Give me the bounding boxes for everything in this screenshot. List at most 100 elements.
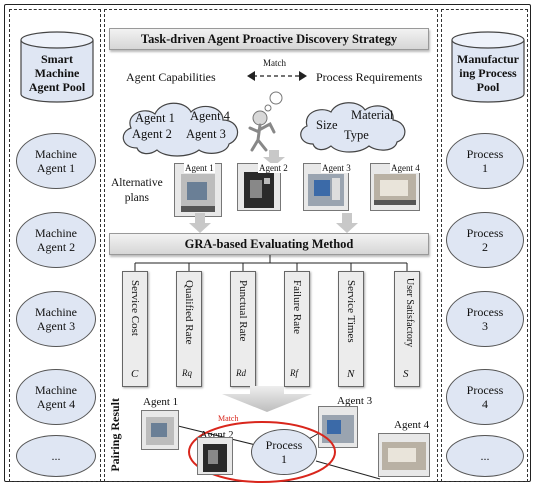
block-arrow-icon: [222, 386, 312, 412]
agent-label: Machine: [35, 383, 77, 397]
criterion-label: User Satisfactory: [404, 278, 415, 348]
agent-label: Machine: [35, 147, 77, 161]
criterion-symbol: Rf: [290, 368, 298, 378]
block-arrow-icon: [263, 150, 285, 166]
cloud-agent-4: Agent 4: [190, 109, 230, 123]
gra-title: GRA-based Evaluating Method: [184, 236, 354, 251]
agent-label: Agent 3: [36, 319, 76, 333]
process-label: 1: [481, 161, 488, 175]
criterion-label: Service Cost: [129, 280, 141, 336]
criterion-label: Qualified Rate: [183, 280, 195, 345]
database-cylinder-icon: [451, 31, 525, 103]
criterion-symbol: N: [347, 368, 355, 380]
thinking-person-icon: [248, 91, 283, 152]
manufacturing-process-pool-title: Manufactur ing Process Pool: [449, 52, 527, 94]
criterion-symbol: Rq: [182, 368, 192, 378]
pairing-agent-2-machine: [197, 437, 233, 475]
criterion-label: Failure Rate: [291, 280, 303, 335]
pairing-agent-3-machine: [318, 406, 358, 448]
alternative-plans-label: Alternative plans: [111, 176, 163, 206]
pool-title-line: Smart: [41, 52, 73, 66]
block-arrow-icon: [336, 213, 358, 233]
process-label: 3: [481, 319, 488, 333]
pool-title-line: Pool: [476, 80, 500, 94]
plan-agent-3-label: Agent 3: [321, 163, 352, 173]
cloud-agent-1: Agent 1: [135, 111, 175, 125]
process-label: ...: [480, 449, 490, 463]
cloud-agent-2: Agent 2: [132, 127, 172, 141]
pairing-agent-1-label: Agent 1: [143, 396, 179, 408]
cnc-machine-icon: [374, 174, 416, 205]
agent-label: Machine: [35, 305, 77, 319]
process-label: Process: [265, 438, 303, 452]
cnc-machine-icon: [146, 417, 174, 445]
criterion-label: Punctual Rate: [237, 280, 249, 342]
criterion-service-cost: Service Cost C: [122, 271, 148, 387]
criterion-symbol: Rd: [236, 368, 246, 378]
criterion-symbol: C: [131, 368, 139, 380]
req-size: Size: [316, 118, 338, 132]
smart-machine-agent-pool-panel: [9, 9, 101, 482]
cnc-machine-icon: [382, 442, 426, 470]
pool-title-line: Machine: [34, 66, 80, 80]
pairing-match-label: Match: [218, 414, 239, 423]
process-label: Process: [466, 226, 504, 240]
bidirectional-arrow-icon: [247, 71, 307, 81]
pairing-agent-2-label: Agent 2: [200, 430, 234, 441]
agent-label: Agent 2: [36, 240, 76, 254]
process-more: ...: [446, 435, 524, 477]
agent-label: Agent 4: [36, 397, 76, 411]
gra-title-box: GRA-based Evaluating Method: [109, 233, 429, 255]
cnc-machine-icon: [322, 415, 354, 443]
alternative-line: Alternative: [111, 177, 163, 189]
criterion-label: Service Times: [345, 280, 357, 343]
pairing-agent-1-machine: [141, 410, 179, 450]
match-label: Match: [263, 58, 286, 68]
machine-agent-more: ...: [16, 435, 96, 477]
process-requirements-label: Process Requirements: [316, 70, 423, 84]
req-material: Material: [351, 108, 394, 122]
agent-capabilities-label: Agent Capabilities: [126, 70, 216, 84]
criterion-failure-rate: Failure Rate Rf: [284, 271, 310, 387]
criterion-symbol: S: [403, 368, 409, 380]
pairing-agent-3-label: Agent 3: [337, 395, 373, 407]
agent-label: ...: [51, 449, 61, 463]
block-arrow-icon: [189, 213, 211, 233]
criteria-tree-lines: [134, 255, 408, 271]
req-type: Type: [344, 128, 369, 142]
plan-agent-1-label: Agent 1: [184, 163, 215, 173]
strategy-title-box: Task-driven Agent Proactive Discovery St…: [109, 28, 429, 50]
alternative-line: plans: [124, 192, 149, 204]
criterion-service-times: Service Times N: [338, 271, 364, 387]
pool-title-line: Manufactur: [457, 52, 519, 66]
process-label: Process: [466, 147, 504, 161]
process-label: 1: [280, 452, 287, 466]
cnc-machine-icon: [308, 174, 344, 206]
smart-machine-agent-pool-title: Smart Machine Agent Pool: [18, 52, 96, 94]
pairing-agent-4-machine: [378, 433, 430, 477]
criterion-qualified-rate: Qualified Rate Rq: [176, 271, 202, 387]
agent-label: Machine: [35, 226, 77, 240]
cloud-icon: [122, 102, 239, 157]
plan-agent-2-label: Agent 2: [258, 163, 289, 173]
match-highlight-ellipse: [188, 421, 336, 483]
criterion-user-satisfactory: User Satisfactory S: [394, 271, 420, 387]
criterion-punctual-rate: Punctual Rate Rd: [230, 271, 256, 387]
manufacturing-process-pool-panel: [441, 9, 528, 482]
cloud-icon: [300, 102, 406, 153]
plan-agent-4-label: Agent 4: [390, 163, 421, 173]
cnc-machine-icon: [244, 172, 274, 208]
cnc-machine-icon: [181, 174, 215, 212]
process-label: Process: [466, 383, 504, 397]
pool-title-line: Agent Pool: [28, 80, 86, 94]
agent-label: Agent 1: [36, 161, 76, 175]
